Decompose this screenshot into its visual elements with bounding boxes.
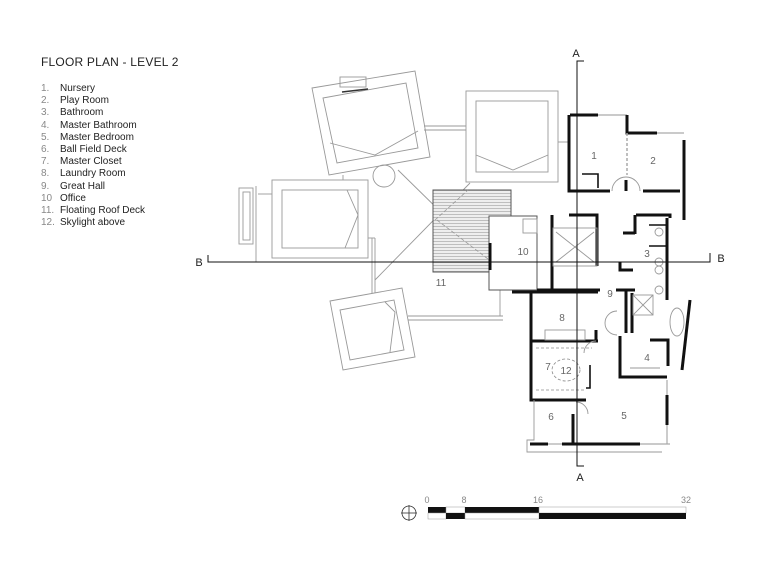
round-feature (372, 164, 396, 188)
legend-label: Bathroom (60, 107, 104, 119)
room-label-4: 4 (644, 353, 650, 364)
legend-item: 3. Bathroom (41, 107, 145, 119)
room-label-6: 6 (548, 412, 554, 423)
legend-label: Skylight above (60, 217, 126, 229)
room-label-7: 7 (545, 362, 551, 373)
legend-item: 10 Office (41, 193, 145, 205)
legend-label: Ball Field Deck (60, 144, 127, 156)
scale-tick-8: 8 (461, 495, 466, 505)
rotated-pavilion-top (311, 70, 431, 176)
legend-number: 7. (41, 156, 50, 168)
legend-number: 6. (41, 144, 50, 156)
room-label-11: 11 (436, 278, 447, 289)
section-line-b: B B (195, 253, 725, 269)
legend-item: 9. Great Hall (41, 181, 145, 193)
legend-label: Master Closet (60, 156, 122, 168)
legend-number: 8. (41, 168, 50, 180)
legend-number: 2. (41, 95, 50, 107)
legend-item: 1. Nursery (41, 83, 145, 95)
section-b-right-label: B (717, 253, 724, 265)
section-a-bottom-label: A (576, 472, 584, 484)
legend-number: 1. (41, 83, 50, 94)
legend-label: Master Bedroom (60, 131, 134, 143)
section-a-top-label: A (572, 48, 580, 60)
room-legend: 1. Nursery 2. Play Room 3. Bathroom 4. Maste… (41, 83, 145, 229)
legend-label: Play Room (60, 95, 109, 107)
pavilion-left (238, 175, 376, 293)
scale-tick-32: 32 (681, 495, 691, 505)
legend-item: 5. Master Bedroom (41, 132, 145, 144)
legend-label: Nursery (60, 83, 96, 94)
plan-title: FLOOR PLAN - LEVEL 2 (41, 55, 179, 69)
pavilion-top-center (424, 90, 568, 183)
section-b-left-label: B (195, 257, 202, 269)
legend-number: 4. (41, 119, 50, 131)
room-label-3: 3 (644, 249, 650, 260)
main-house-walls (512, 113, 692, 453)
legend-item: 12. Skylight above (41, 217, 145, 229)
legend-item: 6. Ball Field Deck (41, 144, 145, 156)
legend-number: 10 (41, 192, 53, 204)
legend-item: 2. Play Room (41, 95, 145, 107)
legend-label: Laundry Room (60, 168, 126, 180)
legend-item: 11. Floating Roof Deck (41, 205, 145, 217)
legend-item: 4. Master Bathroom (41, 120, 145, 132)
legend-item: 7. Master Closet (41, 156, 145, 168)
legend-number: 3. (41, 107, 50, 119)
room-label-8: 8 (559, 313, 565, 324)
office-room (488, 215, 538, 291)
section-line-a: A A (572, 48, 584, 484)
room-label-10: 10 (517, 247, 529, 258)
room-label-2: 2 (650, 156, 656, 167)
rotated-pavilion-bottom (329, 287, 503, 371)
scale-bar: 0 8 16 32 (424, 495, 691, 520)
scale-tick-0: 0 (424, 495, 429, 505)
legend-number: 11. (41, 205, 55, 217)
legend-label: Floating Roof Deck (60, 205, 146, 217)
room-label-1: 1 (591, 151, 597, 162)
legend-label: Master Bathroom (60, 119, 137, 131)
legend-label: Office (60, 192, 86, 204)
legend-item: 8. Laundry Room (41, 168, 145, 180)
room-label-5: 5 (621, 411, 627, 422)
room-label-12: 12 (560, 366, 572, 377)
legend-number: 12. (41, 217, 55, 229)
legend-label: Great Hall (60, 180, 106, 192)
north-arrow-icon (401, 505, 417, 521)
legend-number: 9. (41, 180, 50, 192)
scale-tick-16: 16 (533, 495, 543, 505)
legend-number: 5. (41, 131, 50, 143)
room-label-9: 9 (607, 289, 613, 300)
